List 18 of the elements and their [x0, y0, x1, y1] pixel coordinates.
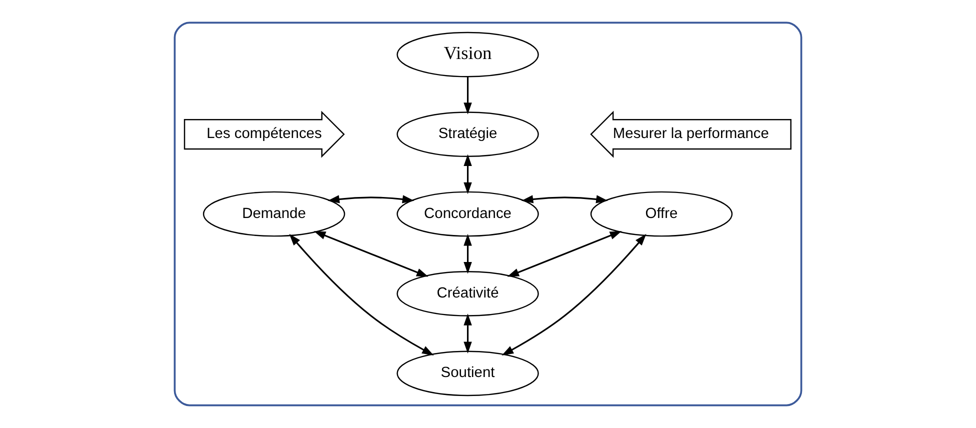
- arrow: [464, 234, 472, 274]
- arrow: [314, 231, 428, 277]
- node-ellipse: Concordance: [396, 191, 539, 237]
- arrow: [521, 195, 608, 204]
- cluster: [174, 22, 802, 406]
- node-ellipse: Créativité: [396, 271, 539, 316]
- arrow: [289, 234, 434, 356]
- node-ellipse: Soutient: [396, 350, 539, 396]
- node-ellipse: Demande: [202, 191, 346, 237]
- arrow: [328, 195, 414, 204]
- arrow: [464, 154, 472, 194]
- node-ellipse: Vision: [396, 32, 539, 78]
- arrow: [464, 76, 472, 114]
- arrow: [502, 234, 646, 356]
- node-ellipse: Stratégie: [396, 112, 539, 157]
- node-ellipse: Offre: [590, 191, 733, 237]
- arrow: [507, 231, 622, 277]
- arrow: [464, 314, 472, 354]
